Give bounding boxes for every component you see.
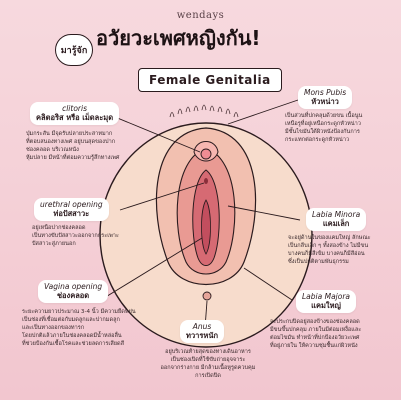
label-urethral-opening-th: ท่อปัสสาวะ (53, 208, 90, 218)
label-clitoris-en: clitoris (62, 104, 87, 113)
desc-labia-majora: จะประกบปิดอยู่สองข้างของช่องคลอด มีขนขึ้… (270, 319, 362, 350)
label-clitoris-th: คลิตอริส หรือ เม็ดละมุด (36, 112, 114, 122)
desc-labia-minora: จะอยู่ด้านในของแคมใหญ่ ลักษณะ เป็นกลีบเล… (288, 235, 371, 266)
label-anus: Anus ทวารหนัก (180, 320, 225, 344)
clitoris-shape (200, 148, 212, 160)
label-mons-pubis-en: Mons Pubis (304, 88, 347, 97)
desc-anus: อยู่บริเวณท้ายสุดของทางเดินอาหาร เป็นช่อ… (160, 349, 256, 380)
label-mons-pubis: Mons Pubis หัวหน่าว (298, 86, 353, 110)
label-labia-majora-en: Labia Majora (302, 292, 351, 301)
label-labia-minora-en: Labia Minora (312, 210, 361, 219)
label-anus-en: Anus (192, 322, 212, 331)
header-badge: มารู้จัก (55, 34, 93, 66)
label-urethral-opening-en: urethral opening (40, 200, 103, 209)
label-labia-minora-th: แคมเล็ก (322, 218, 350, 228)
desc-mons-pubis: เป็นส่วนที่ปกคลุมด้วยขน เนื้อนูน เหนือรู… (285, 113, 363, 144)
page-title: อวัยวะเพศหญิงกัน! (96, 26, 261, 50)
label-labia-majora-th: แคมใหญ่ (311, 300, 341, 310)
label-vagina-opening-en: Vagina opening (44, 282, 103, 291)
label-vagina-opening: Vagina opening ช่องคลอด (38, 280, 109, 304)
urethral-opening-shape (204, 178, 208, 184)
desc-clitoris: ปุ่มกระสัน มีจุดรับปลายประสาทมาก ที่ตอบส… (26, 131, 120, 162)
desc-vagina-opening: ระยะความยาวประมาณ 3-4 นิ้ว มีความยืดหยุ่… (22, 309, 136, 348)
label-mons-pubis-th: หัวหน่าว (311, 96, 339, 106)
label-anus-th: ทวารหนัก (186, 330, 219, 340)
label-labia-majora: Labia Majora แคมใหญ่ (296, 290, 357, 314)
vagina-opening-shape (201, 199, 211, 255)
brand-logo: wendays (176, 10, 225, 21)
page-subtitle: Female Genitalia (138, 68, 282, 92)
leader-lines (97, 99, 301, 329)
label-vagina-opening-th: ช่องคลอด (56, 290, 90, 300)
desc-urethral-opening: อยู่เหนือปากช่องคลอด เป็นทางขับปัสสาวะออ… (32, 225, 119, 248)
anus-shape (202, 291, 212, 301)
label-urethral-opening: urethral opening ท่อปัสสาวะ (34, 198, 109, 222)
label-clitoris: clitoris คลิตอริส หรือ เม็ดละมุด (30, 102, 120, 126)
label-labia-minora: Labia Minora แคมเล็ก (306, 208, 367, 232)
pubic-hair-strokes (169, 104, 239, 118)
